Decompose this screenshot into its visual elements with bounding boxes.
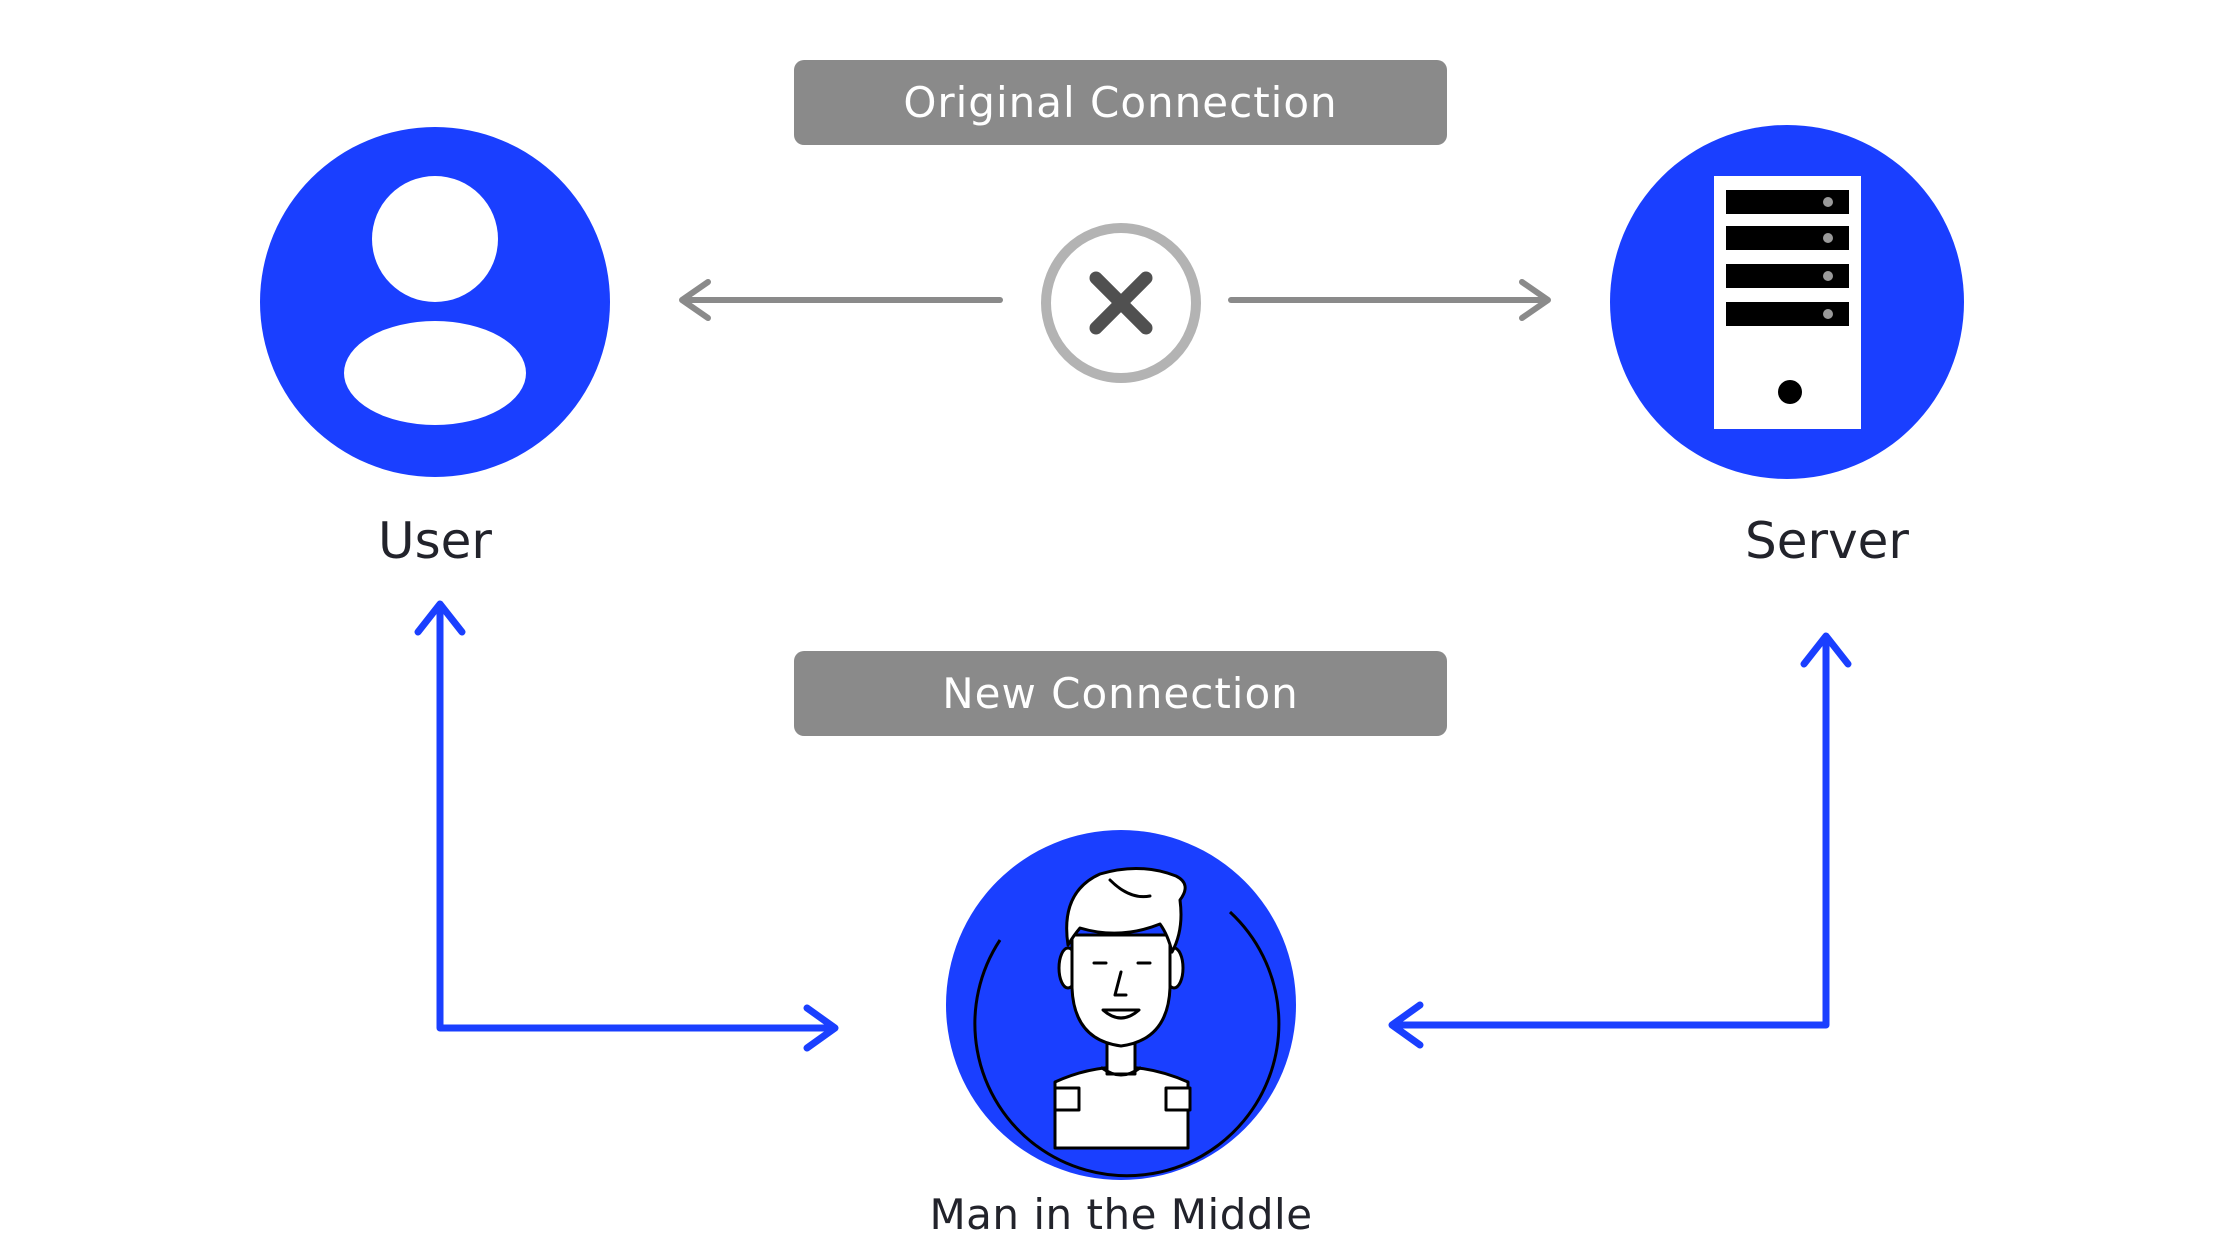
server-mitm-line [1391,636,1830,1029]
original-connection [679,279,1551,321]
new-connection-arrows [414,600,1852,1052]
user-node [260,127,610,477]
arrowhead-left-mitm [1388,1001,1424,1049]
user-label: User [378,512,492,570]
mitm-label: Man in the Middle [929,1190,1313,1239]
server-label: Server [1745,512,1909,570]
arrowhead-right-mitm [803,1004,839,1052]
mitm-inner-ring [973,910,1281,1178]
user-icon [344,176,526,425]
arrowhead-up-server [1800,632,1852,668]
man-in-the-middle-person-icon [1053,866,1192,1150]
server-node [1610,125,1964,479]
original-connection-banner: Original Connection [794,60,1447,145]
mitm-node [946,830,1296,1180]
arrowhead-right [1519,279,1551,321]
arrowhead-left [679,279,711,321]
server-icon [1714,176,1861,429]
new-connection-banner: New Connection [794,651,1447,736]
user-mitm-line [436,602,836,1032]
arrowhead-up-user [414,600,466,636]
close-circle-icon [1041,223,1201,383]
